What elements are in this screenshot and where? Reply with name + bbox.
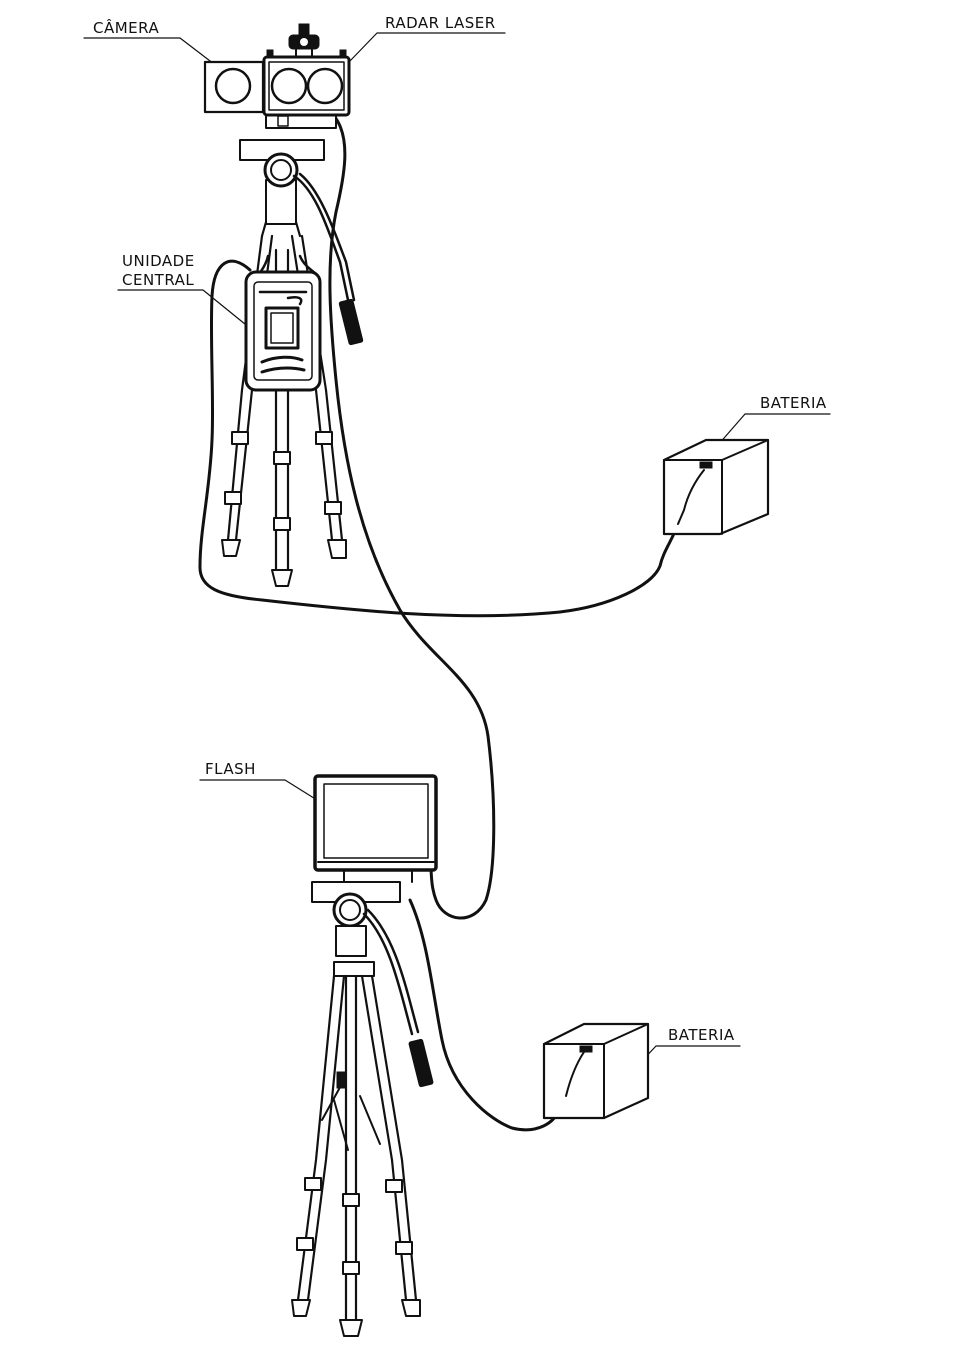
flash-window bbox=[323, 783, 429, 859]
label-radar-laser: RADAR LASER bbox=[348, 14, 506, 63]
camera-leader-line bbox=[83, 37, 215, 65]
flash-leader-line bbox=[199, 779, 334, 811]
bottom-remote-handle bbox=[408, 1038, 434, 1088]
central-unit-label-line1: UNIDADE bbox=[122, 252, 195, 270]
battery-top bbox=[662, 438, 770, 536]
camera-radar-head bbox=[203, 23, 351, 129]
central-unit bbox=[244, 254, 322, 392]
camera-label: CÂMERA bbox=[93, 18, 159, 37]
label-camera: CÂMERA bbox=[83, 18, 215, 65]
cable-central-to-top-battery bbox=[198, 259, 698, 618]
flash-body bbox=[313, 774, 438, 872]
battery-top-label: BATERIA bbox=[760, 394, 827, 412]
battery-bottom-label: BATERIA bbox=[668, 1026, 735, 1044]
central-unit-leader-line bbox=[117, 289, 257, 334]
flash-label: FLASH bbox=[205, 760, 256, 778]
battery-bottom-body bbox=[542, 1022, 650, 1120]
flash-unit bbox=[313, 774, 438, 883]
bottom-tripod bbox=[291, 881, 434, 1337]
battery-top-leader-line bbox=[717, 413, 831, 446]
radar-lens-left bbox=[270, 67, 308, 105]
label-battery-top: BATERIA bbox=[717, 394, 831, 446]
camera-lens bbox=[214, 67, 252, 105]
top-remote-handle bbox=[338, 298, 364, 346]
battery-top-body bbox=[662, 438, 770, 536]
label-central-unit: UNIDADE CENTRAL bbox=[117, 252, 257, 334]
top-pan-head-knob bbox=[263, 152, 299, 188]
bottom-pan-head-knob bbox=[332, 892, 368, 928]
radar-laser-label: RADAR LASER bbox=[385, 14, 496, 32]
battery-bottom bbox=[542, 1022, 650, 1120]
label-flash: FLASH bbox=[199, 760, 334, 811]
bottom-tripod-left-leg bbox=[296, 974, 346, 1302]
radar-laser-leader-line bbox=[348, 32, 506, 63]
central-unit-label-line2: CENTRAL bbox=[122, 271, 194, 289]
radar-lens-right bbox=[306, 67, 344, 105]
cables bbox=[198, 114, 698, 1132]
